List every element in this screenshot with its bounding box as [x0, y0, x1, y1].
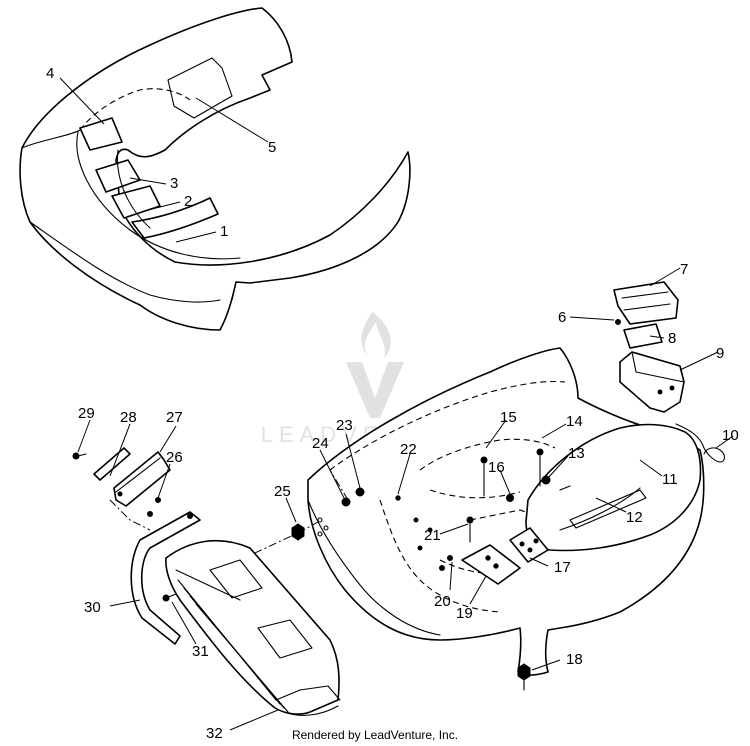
strip-28 — [93, 447, 131, 481]
bracket-27 — [113, 451, 171, 507]
callout-6: 6 — [558, 309, 566, 326]
callout-27: 27 — [166, 409, 183, 426]
callout-20: 20 — [434, 593, 451, 610]
cable-10 — [675, 423, 726, 463]
nut-25 — [291, 523, 305, 541]
upper-hood-assembly — [19, 7, 411, 331]
callout-26: 26 — [166, 449, 183, 466]
callout-23: 23 — [336, 417, 353, 434]
callout-32: 32 — [206, 725, 223, 742]
callout-7: 7 — [680, 261, 688, 278]
mount-bracket-30 — [130, 511, 201, 645]
callout-30: 30 — [84, 599, 101, 616]
light-housing-9 — [619, 351, 685, 413]
bracket-17 — [509, 527, 549, 563]
mount-bracket-assembly — [130, 497, 201, 645]
lower-body-assembly — [239, 347, 705, 691]
light-bulb-8 — [623, 323, 663, 349]
lower-body-shell — [307, 347, 705, 676]
callout-15: 15 — [500, 409, 517, 426]
nut-18 — [517, 663, 531, 681]
side-plate — [525, 423, 702, 552]
callout-3: 3 — [170, 175, 178, 192]
callout-12: 12 — [626, 509, 643, 526]
callout-18: 18 — [566, 651, 583, 668]
callout-10: 10 — [722, 427, 739, 444]
trim-strip-1 — [131, 197, 219, 239]
callout-19: 19 — [456, 605, 473, 622]
render-credit: Rendered by LeadVenture, Inc. — [291, 728, 459, 742]
callout-labels: 1 2 3 4 5 6 7 8 9 10 11 12 13 14 15 16 1… — [46, 65, 739, 742]
small-brackets — [72, 447, 171, 531]
callout-28: 28 — [120, 409, 137, 426]
callout-11: 11 — [662, 471, 678, 488]
callout-17: 17 — [554, 559, 571, 576]
callout-14: 14 — [566, 413, 583, 430]
hood-window — [167, 57, 233, 119]
callout-1: 1 — [220, 223, 228, 240]
callout-13: 13 — [568, 445, 585, 462]
callout-31: 31 — [192, 643, 209, 660]
upper-hood — [19, 7, 411, 331]
callout-4: 4 — [46, 65, 54, 82]
leadventure-watermark-logo — [346, 312, 404, 418]
callout-21: 21 — [424, 527, 441, 544]
callout-5: 5 — [268, 139, 276, 156]
light-lens-7 — [613, 281, 679, 325]
callout-25: 25 — [274, 483, 291, 500]
bumper-assembly — [165, 539, 341, 716]
callout-16: 16 — [488, 459, 505, 476]
leader-lines — [59, 77, 734, 731]
callout-2: 2 — [184, 193, 192, 210]
callout-8: 8 — [668, 330, 676, 347]
callout-22: 22 — [400, 441, 417, 458]
light-housing-assembly — [613, 281, 685, 413]
callout-9: 9 — [716, 345, 724, 362]
callout-29: 29 — [78, 405, 95, 422]
callout-24: 24 — [312, 435, 329, 452]
